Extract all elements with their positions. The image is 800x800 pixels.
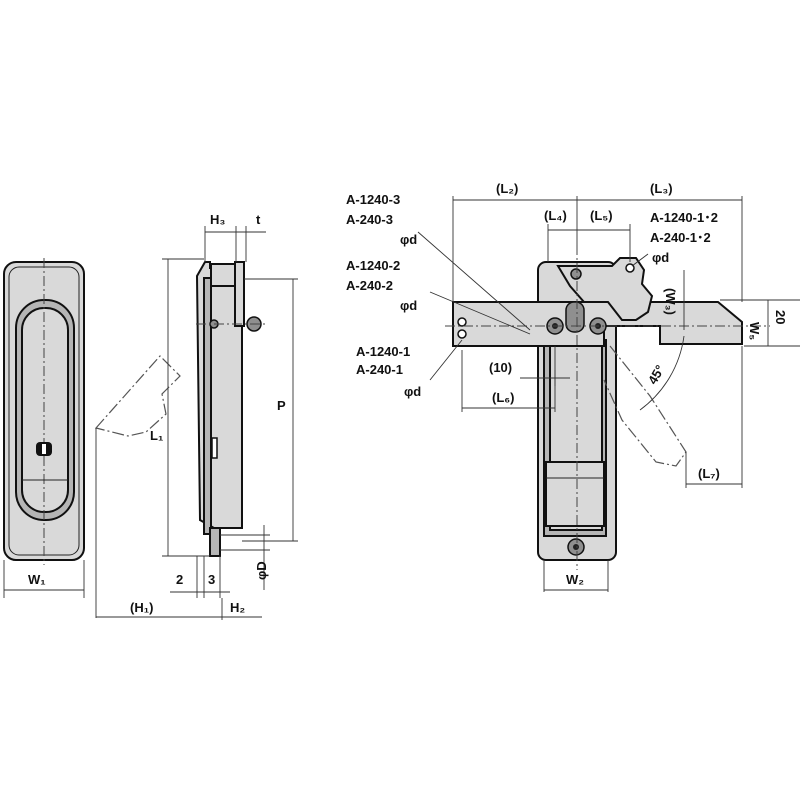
rear-bar-hole-1 — [457, 317, 467, 327]
rear-view: (L₂) (L₃) (L₄) (L₅) (W₃) W₅ 20 45° (10) … — [346, 181, 800, 592]
rear-lower-window — [545, 461, 605, 527]
leader-model3 — [417, 231, 531, 331]
dim2-label: 2 — [176, 572, 183, 587]
angle-label: 45° — [645, 362, 668, 387]
w1-label: W₁ — [28, 572, 46, 587]
rear-ghost-bar — [603, 345, 687, 467]
callout-model2-b: A-240-2 — [346, 278, 393, 293]
l1-label: L₁ — [150, 428, 163, 443]
keyhole-slot — [42, 444, 46, 454]
rear-bar-hole-2 — [457, 329, 467, 339]
l3-label: (L₃) — [650, 181, 673, 196]
callout-model1-a: A-1240-1 — [356, 344, 410, 359]
dim10-label: (10) — [489, 360, 512, 375]
rear-cam-top — [570, 268, 582, 280]
leader-model1 — [429, 339, 463, 381]
dim3-label: 3 — [208, 572, 215, 587]
side-view: H₃ t L₁ P φD 2 3 (H₁) H₂ — [94, 212, 298, 620]
callout-model1-b: A-240-1 — [356, 362, 403, 377]
h3-label: H₃ — [210, 212, 225, 227]
callout-model12-d: φd — [652, 250, 669, 265]
l6-label: (L₆) — [492, 390, 515, 405]
leader-model12 — [631, 253, 649, 267]
callout-model3-d: φd — [400, 232, 417, 247]
side-bottom-nub — [209, 527, 221, 557]
phid-label: φD — [254, 561, 269, 580]
l2-label: (L₂) — [496, 181, 518, 196]
l4-label: (L₄) — [544, 208, 567, 223]
w2-label: W₂ — [566, 572, 584, 587]
callout-model2-d: φd — [400, 298, 417, 313]
side-flange — [203, 277, 212, 535]
p-label: P — [277, 398, 286, 413]
callout-model12-b: A-240-1･2 — [650, 230, 711, 245]
side-ghost-handle — [94, 355, 181, 437]
dim20-label: 20 — [773, 310, 788, 324]
callout-model3-b: A-240-3 — [346, 212, 393, 227]
leader-model2 — [429, 291, 531, 335]
callout-model1-d: φd — [404, 384, 421, 399]
angle-arc — [639, 335, 685, 411]
w3-label: (W₃) — [663, 288, 678, 315]
side-slot — [211, 437, 218, 459]
rear-bottom-screw-center — [573, 544, 579, 550]
callout-model2-a: A-1240-2 — [346, 258, 400, 273]
h1-label: (H₁) — [130, 600, 153, 615]
h2-label: H₂ — [230, 600, 245, 615]
rear-rivet-center — [565, 301, 585, 333]
side-handle-plate — [234, 261, 245, 327]
front-view: W₁ — [3, 258, 85, 598]
callout-model12-a: A-1240-1･2 — [650, 210, 718, 225]
w5-label: W₅ — [747, 322, 762, 340]
l5-label: (L₅) — [590, 208, 613, 223]
l7-label: (L₇) — [698, 466, 720, 481]
callout-model3-a: A-1240-3 — [346, 192, 400, 207]
t-label: t — [256, 212, 261, 227]
side-top-bracket — [210, 263, 236, 287]
front-handle — [21, 307, 69, 513]
